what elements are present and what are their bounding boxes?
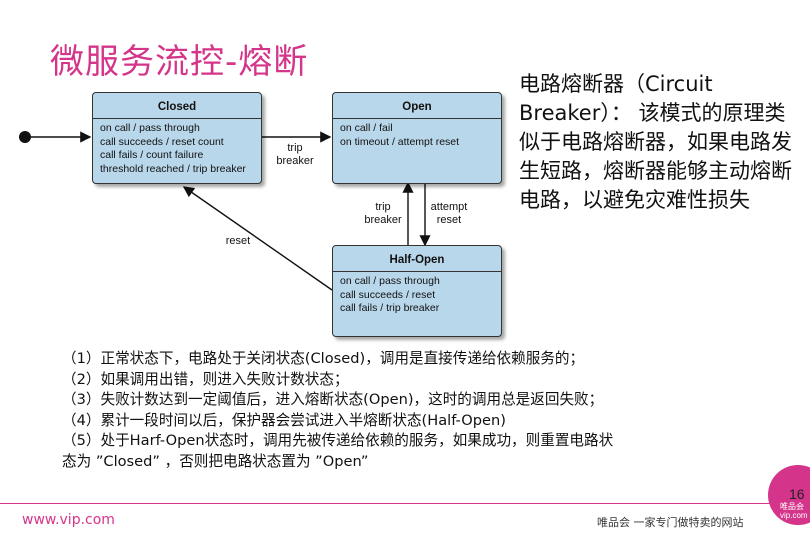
- badge-domain: vip.com: [780, 511, 808, 520]
- state-closed-title: Closed: [157, 101, 197, 113]
- badge-logo-text: 唯品会 vip.com: [780, 502, 808, 520]
- note-line: （3）失败计数达到一定阈值后，进入熔断状态(Open)，这时的调用总是返回失败；: [62, 391, 604, 408]
- page-number-badge: 16 唯品会 vip.com: [768, 465, 810, 525]
- page-number: 16: [789, 486, 805, 502]
- page-title: 微服务流控-熔断: [50, 42, 309, 82]
- note-line: （1）正常状态下，电路处于关闭状态(Closed)，调用是直接传递给依赖服务的；: [62, 350, 585, 367]
- edge-label-half-to-closed: reset: [225, 235, 251, 247]
- edge-label-half-to-open: trip breaker: [364, 201, 402, 226]
- note-line: （2）如果调用出错，则进入失败计数状态；: [62, 370, 349, 388]
- state-notes: （1）正常状态下，电路处于关闭状态(Closed)，调用是直接传递给依赖服务的；…: [62, 349, 762, 472]
- badge-brand: 唯品会: [780, 502, 804, 511]
- edge-label-open-to-half: attempt reset: [430, 201, 468, 226]
- footer-slogan: 唯品会 一家专门做特卖的网站: [597, 516, 744, 529]
- state-half-open: Half-Open on call / pass through call su…: [332, 245, 502, 337]
- state-half-open-title: Half-Open: [389, 254, 445, 266]
- initial-state-dot: [19, 131, 31, 143]
- state-open-line: on call / fail: [340, 122, 393, 134]
- note-line: （5）处于Harf-Open状态时，调用先被传递给依赖的服务，如果成功，则重置电…: [62, 432, 614, 449]
- state-closed-line: on call / pass through: [100, 122, 200, 134]
- circuit-breaker-description: 电路熔断器（Circuit Breaker）： 该模式的原理类似于电路熔断器，如…: [519, 72, 792, 212]
- edge-label-closed-to-open: trip breaker: [276, 142, 314, 167]
- state-closed-line: call succeeds / reset count: [100, 135, 224, 148]
- state-closed: Closed on call / pass through call succe…: [92, 92, 262, 184]
- footer-url: www.vip.com: [22, 512, 115, 528]
- half-to-closed-arrow: [182, 186, 333, 291]
- state-closed-line: call fails / count failure: [100, 149, 204, 161]
- footer-divider: [0, 503, 776, 504]
- state-open: Open on call / fail on timeout / attempt…: [332, 92, 502, 184]
- diagram-arrows: [19, 131, 431, 291]
- state-half-open-line: on call / pass through: [340, 275, 440, 287]
- note-line: 态为 ”Closed” ，否则把电路状态置为 ”Open”: [62, 452, 369, 470]
- note-line: （4）累计一段时间以后，保护器会尝试进入半熔断状态(Half-Open): [62, 411, 506, 429]
- state-half-open-line: call succeeds / reset: [340, 288, 436, 301]
- state-open-line: on timeout / attempt reset: [340, 135, 460, 148]
- state-half-open-line: call fails / trip breaker: [340, 302, 440, 314]
- state-closed-line: threshold reached / trip breaker: [100, 162, 246, 175]
- state-open-title: Open: [402, 101, 432, 113]
